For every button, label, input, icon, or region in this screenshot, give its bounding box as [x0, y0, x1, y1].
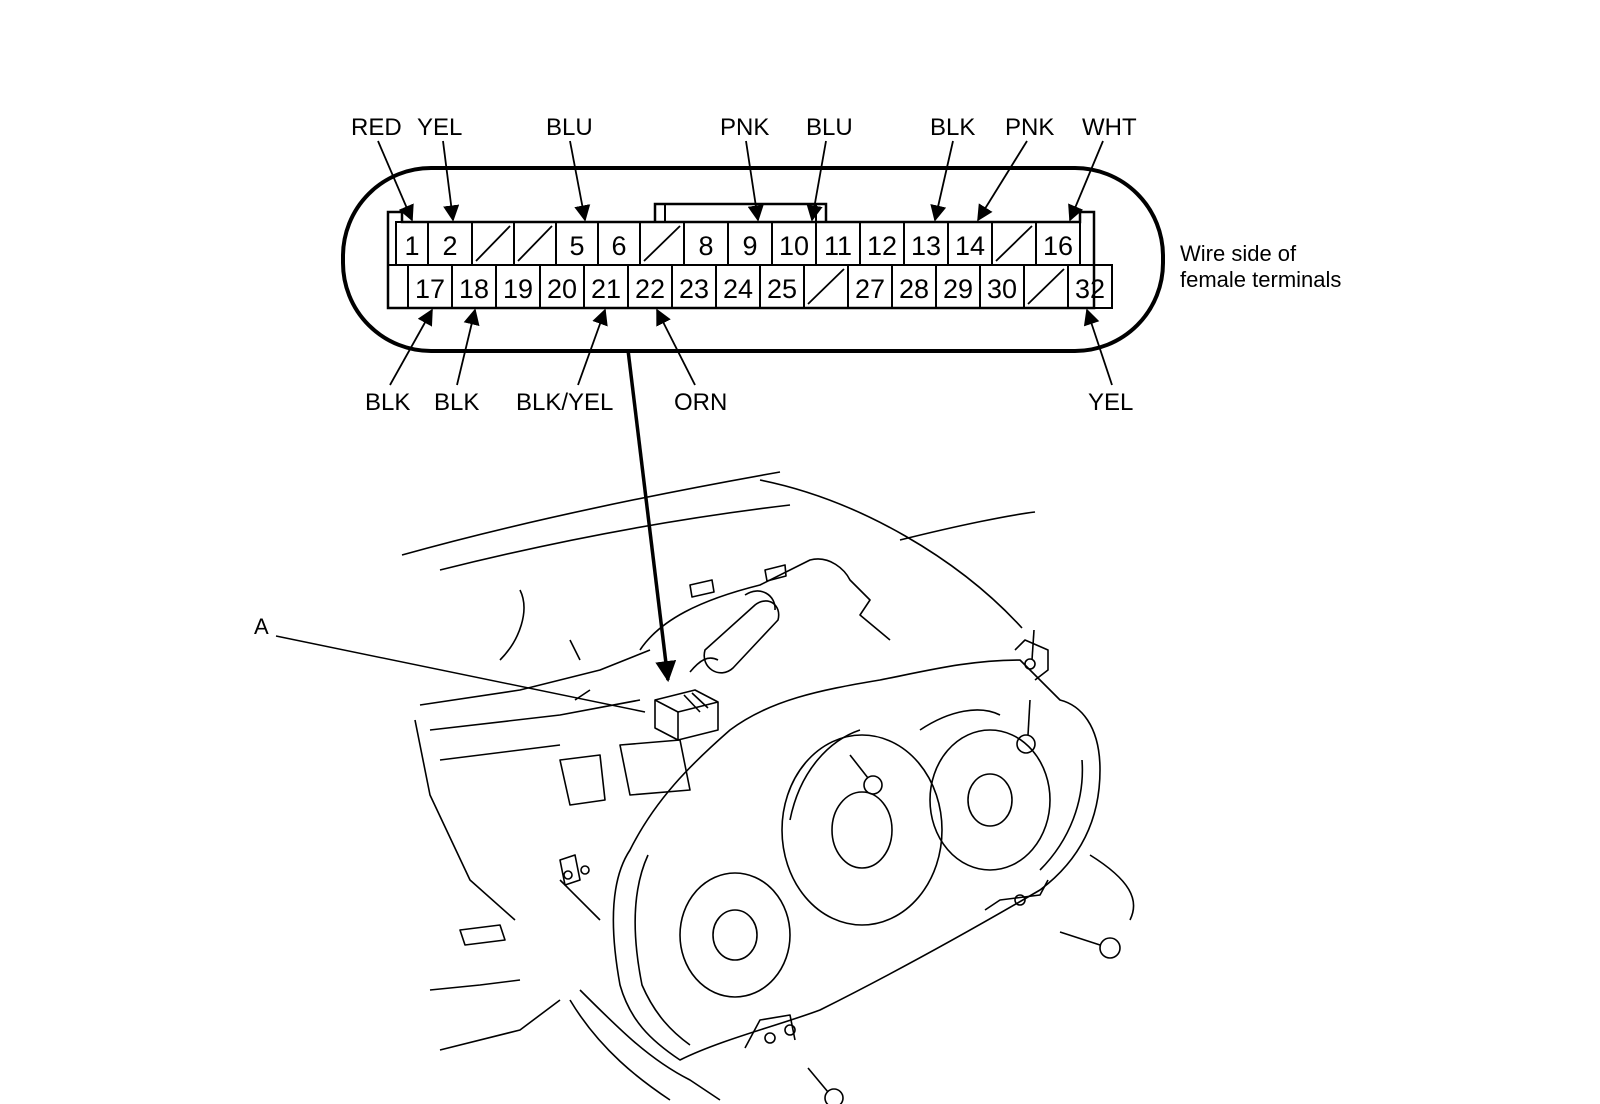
leader-arrows-top [377, 140, 1104, 222]
wire-label-t32: YEL [1088, 389, 1133, 416]
wire-label-t1: RED [351, 114, 402, 141]
terminal-number-t9: 9 [742, 231, 757, 261]
empty-cavity-t31 [1027, 268, 1065, 305]
terminal-number-t30: 30 [987, 274, 1017, 304]
wire-label-t17: BLK [365, 389, 410, 416]
terminal-number-t23: 23 [679, 274, 709, 304]
terminal-cell-t32 [1067, 264, 1113, 309]
wire-labels-bottom: BLK BLK BLK/YEL ORN YEL [365, 389, 1133, 416]
terminal-number-t12: 12 [867, 231, 897, 261]
terminal-number-t29: 29 [943, 274, 973, 304]
terminal-number-t5: 5 [569, 231, 584, 261]
wire-label-t14: PNK [1005, 114, 1054, 141]
wire-label-t18: BLK [434, 389, 479, 416]
empty-cavity-t4 [517, 225, 553, 262]
wire-label-t22: ORN [674, 389, 727, 416]
terminal-number-t11: 11 [824, 231, 852, 261]
terminal-number-t22: 22 [635, 274, 665, 304]
empty-cavity-t26 [807, 268, 845, 305]
caption-line-1: Wire side of [1180, 241, 1297, 266]
terminal-row-bottom: 17 18 19 20 21 22 23 24 25 27 28 29 30 32 [407, 264, 1113, 309]
terminal-number-t1: 1 [404, 231, 419, 261]
terminal-number-t18: 18 [459, 274, 489, 304]
terminal-number-t6: 6 [611, 231, 626, 261]
terminal-number-t13: 13 [911, 231, 941, 261]
dashboard-illustration [401, 471, 1135, 1104]
wire-label-t16: WHT [1082, 114, 1137, 141]
wire-labels-top: RED YEL BLU PNK BLU BLK PNK WHT [351, 114, 1137, 141]
wire-label-t21: BLK/YEL [516, 389, 613, 416]
terminal-number-t27: 27 [855, 274, 885, 304]
empty-cavity-t7 [643, 225, 681, 262]
wire-label-t10: BLU [806, 114, 853, 141]
terminal-number-t19: 19 [503, 274, 533, 304]
terminal-number-t10: 10 [779, 231, 809, 261]
wire-label-t9: PNK [720, 114, 769, 141]
terminal-number-t32: 32 [1075, 274, 1105, 304]
empty-cavity-t15 [995, 225, 1033, 262]
terminal-number-t24: 24 [723, 274, 753, 304]
terminal-number-t17: 17 [415, 274, 445, 304]
terminal-number-t14: 14 [955, 231, 985, 261]
callout-a-leader [275, 635, 646, 713]
terminal-number-t8: 8 [698, 231, 713, 261]
terminal-number-t2: 2 [442, 231, 457, 261]
terminal-number-t16: 16 [1043, 231, 1073, 261]
wire-label-t2: YEL [417, 114, 462, 141]
callout-a-label: A [254, 614, 269, 639]
terminal-number-t25: 25 [767, 274, 797, 304]
caption-line-2: female terminals [1180, 267, 1341, 292]
leader-arrows-bottom [389, 308, 1113, 386]
terminal-number-t20: 20 [547, 274, 577, 304]
connector-pointer-arrow [626, 349, 677, 683]
terminal-number-t21: 21 [591, 274, 621, 304]
wire-label-t5: BLU [546, 114, 593, 141]
terminal-number-t28: 28 [899, 274, 929, 304]
wire-label-t13: BLK [930, 114, 975, 141]
empty-cavity-t3 [475, 225, 511, 262]
